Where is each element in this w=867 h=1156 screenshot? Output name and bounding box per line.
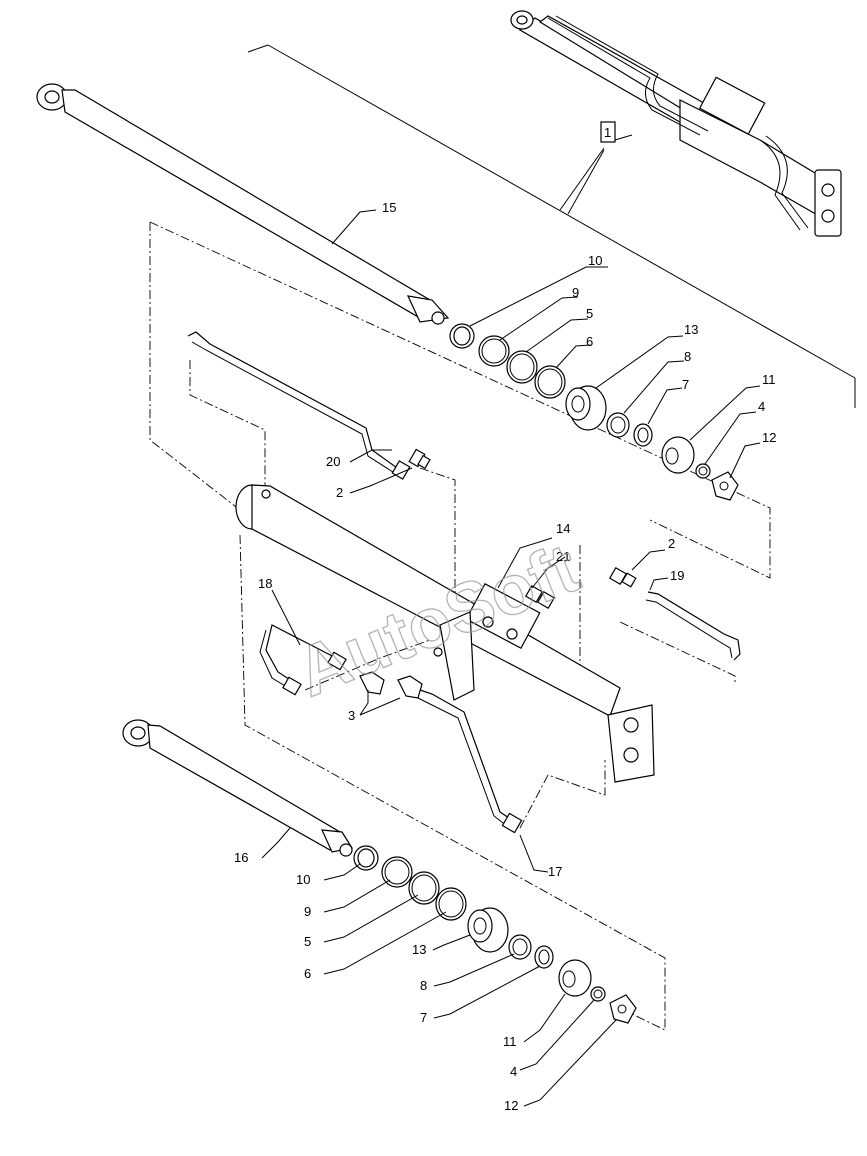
label-lower-ring-8: 8 [420, 978, 427, 993]
label-lower-ring-4: 4 [510, 1064, 517, 1079]
upper-pipe-and-fitting [187, 331, 431, 480]
label-lower-ring-6: 6 [304, 966, 311, 981]
label-lower-piston-13: 13 [412, 942, 426, 957]
label-upper-nut-11: 11 [762, 372, 776, 387]
label-upper-piston-13: 13 [684, 322, 698, 337]
label-upper-rod: 15 [382, 200, 396, 215]
label-lower-ring-9: 9 [304, 904, 311, 919]
upper-piston-rod [36, 83, 450, 325]
label-lower-nut-11: 11 [503, 1034, 517, 1049]
left-pipe [259, 624, 347, 696]
label-upper-ring-10: 10 [588, 253, 602, 268]
part-labels: 15 10 9 5 6 13 8 7 11 4 12 20 2 14 21 2 … [234, 200, 776, 1113]
cylinder-barrel [235, 484, 655, 783]
label-upper-ring-6: 6 [586, 334, 593, 349]
inset-callout-label: 1 [604, 125, 611, 140]
label-upper-ring-5: 5 [586, 306, 593, 321]
label-lower-ring-5: 5 [304, 934, 311, 949]
label-right-fitting-2: 2 [668, 536, 675, 551]
label-upper-ring-7: 7 [682, 377, 689, 392]
label-right-pipe-19: 19 [670, 568, 684, 583]
label-upper-ring-9: 9 [572, 285, 579, 300]
label-lower-ring-7: 7 [420, 1010, 427, 1025]
upper-seal-kit [449, 323, 739, 501]
right-fitting-and-pipe [608, 566, 741, 661]
inset-assembled-cylinder: 1 [247, 10, 856, 408]
lower-piston-rod [122, 719, 353, 857]
assembly-guide-lines [149, 221, 771, 1031]
label-upper-nut-12: 12 [762, 430, 776, 445]
label-upper-fitting-2: 2 [336, 485, 343, 500]
label-elbow-fittings-3: 3 [348, 708, 355, 723]
label-barrel-fitting-21: 21 [556, 549, 570, 564]
label-upper-pipe-20: 20 [326, 454, 340, 469]
label-lower-rod-16: 16 [234, 850, 248, 865]
elbow-fittings [359, 671, 423, 699]
leader-lines [261, 209, 761, 1107]
lower-pipe [417, 689, 523, 834]
label-lower-ring-10: 10 [296, 872, 310, 887]
lower-seal-kit [353, 845, 637, 1024]
label-barrel-fitting-14: 14 [556, 521, 570, 536]
label-lower-pipe-17: 17 [548, 864, 562, 879]
label-upper-ring-4: 4 [758, 399, 765, 414]
label-lower-nut-12: 12 [504, 1098, 518, 1113]
label-upper-ring-8: 8 [684, 349, 691, 364]
callout-box [600, 121, 616, 143]
label-left-pipe-18: 18 [258, 576, 272, 591]
